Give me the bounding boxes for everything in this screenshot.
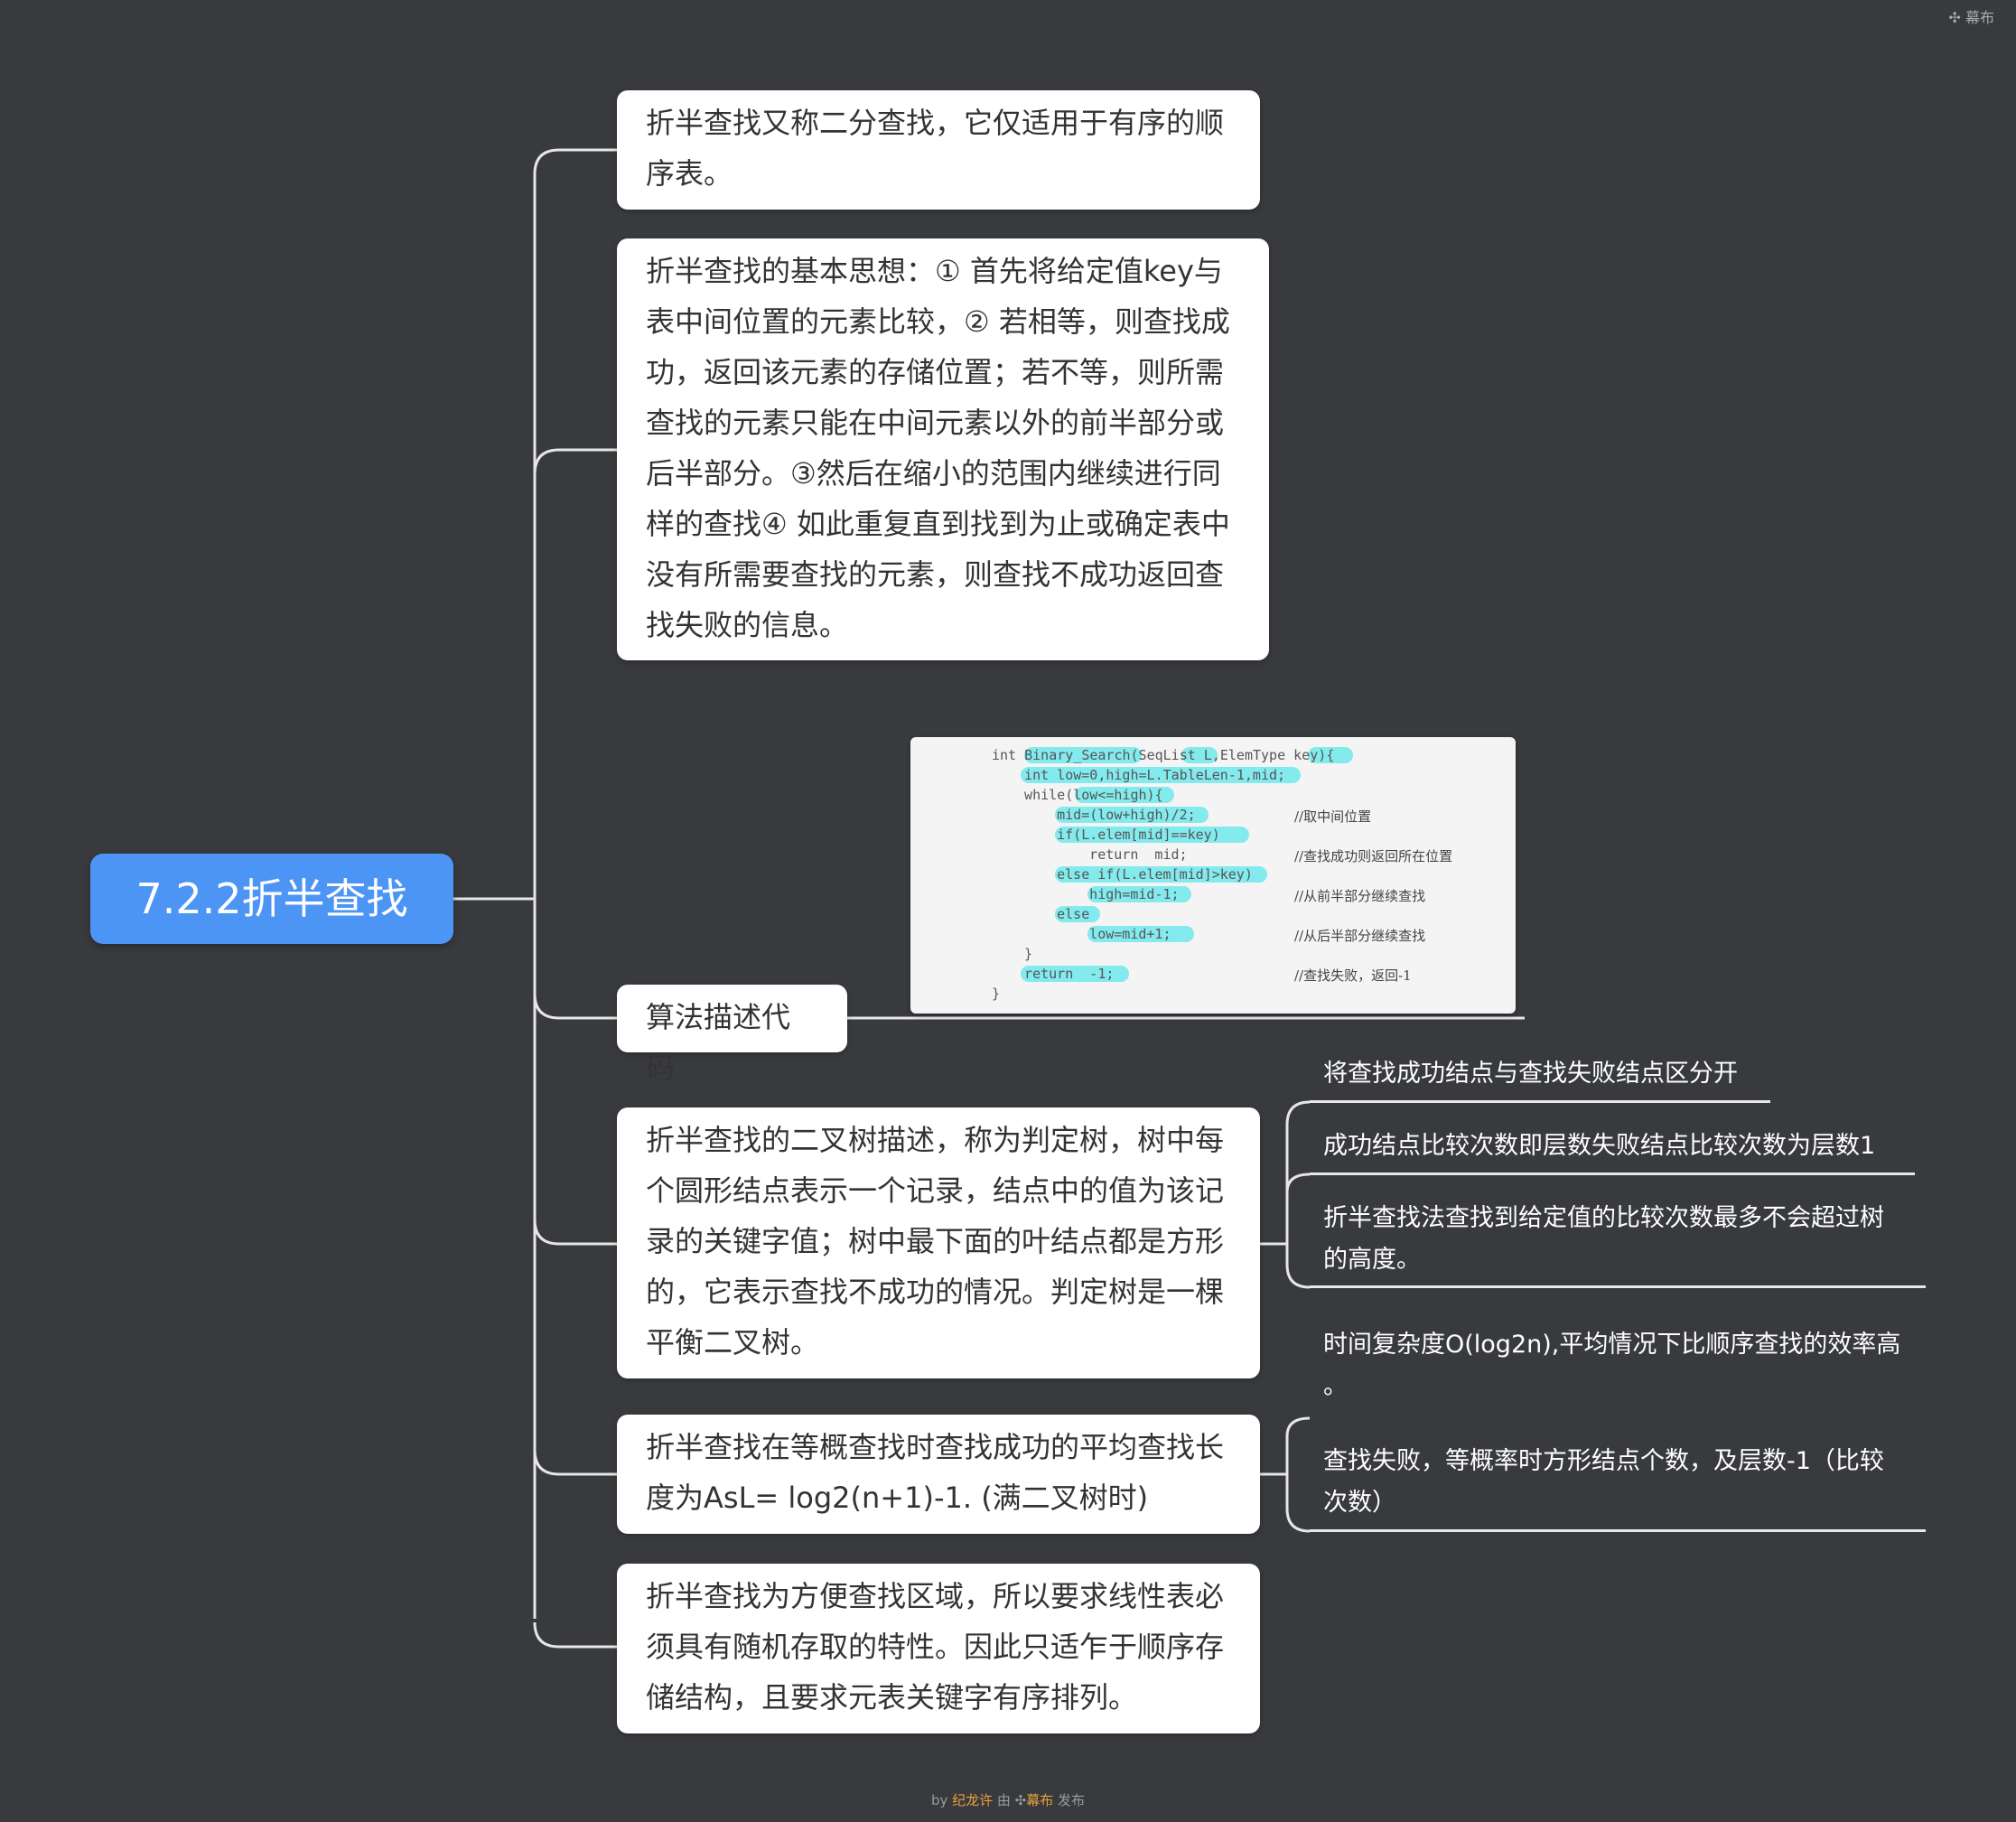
topic-line: 个圆形结点表示一个记录，结点中的值为该记: [646, 1173, 1225, 1208]
topic-average-length[interactable]: 折半查找在等概查找时查找成功的平均查找长 度为AsL= log2(n+1)-1.…: [617, 1415, 1260, 1534]
leaf-line: 时间复杂度O(log2n),平均情况下比顺序查找的效率高: [1323, 1331, 1901, 1359]
root-topic[interactable]: 7.2.2折半查找: [90, 854, 453, 944]
branch-1: [533, 148, 617, 175]
footer-prefix: by: [930, 1792, 953, 1808]
leaf-underline: [1310, 1173, 1915, 1175]
brand-label: 幕布: [1965, 9, 1994, 26]
leaf-underline: [1310, 1529, 1926, 1532]
topic-line: 功，返回该元素的存储位置；若不等，则所需: [646, 355, 1225, 389]
code-comment: //查找失败，返回-1: [1294, 967, 1412, 984]
sub-branch-2b: [1285, 1508, 1311, 1533]
leaf-comparison-count[interactable]: 成功结点比较次数即层数失败结点比较次数为层数1: [1314, 1126, 1910, 1167]
branch-6: [533, 1621, 617, 1649]
footer-author[interactable]: 纪龙许: [952, 1792, 994, 1808]
topic-algorithm-code[interactable]: 算法描述代码: [617, 985, 847, 1085]
highlight-mark: [1055, 827, 1249, 843]
code-line: low=mid+1;: [1041, 926, 1171, 942]
code-comment: //从后半部分继续查找: [1294, 928, 1426, 944]
code-line: else: [1024, 906, 1090, 922]
topic-line: 折半查找的基本思想：① 首先将给定值key与: [646, 254, 1223, 288]
highlight-mark: [1087, 886, 1191, 902]
topic-line: 折半查找为方便查找区域，所以要求线性表必: [646, 1579, 1225, 1613]
leaf-line: 将查找成功结点与查找失败结点区分开: [1323, 1060, 1738, 1088]
branch-5: [533, 1449, 617, 1476]
highlight-mark: [1055, 866, 1267, 883]
code-line: int low=0,high=L.TableLen-1,mid;: [1008, 767, 1286, 783]
footer-brand[interactable]: 幕布: [1026, 1792, 1054, 1808]
sub-branch-1b: [1285, 1173, 1311, 1193]
brand-badge[interactable]: ✣ 幕布: [1948, 5, 1994, 27]
leaf-distinguish-nodes[interactable]: 将查找成功结点与查找失败结点区分开: [1314, 1053, 1775, 1095]
leaf-line: 折半查找法查找到给定值的比较次数最多不会超过树: [1323, 1204, 1884, 1232]
leaf-underline: [1310, 1285, 1926, 1288]
mubu-logo-icon: ✣: [1948, 9, 1961, 26]
leaf-time-complexity[interactable]: 时间复杂度O(log2n),平均情况下比顺序查找的效率高 。: [1314, 1324, 1928, 1407]
leaf-line: 查找失败，等概率时方形结点个数，及层数-1（比较: [1323, 1447, 1884, 1475]
topic-line: 查找的元素只能在中间元素以外的前半部分或: [646, 406, 1225, 440]
topic-line: 折半查找又称二分查找，它仅适用于有序的顺: [646, 106, 1225, 140]
code-line: }: [1008, 946, 1033, 962]
code-line: int Binary_Search(SeqList L,ElemType key…: [992, 747, 1335, 763]
branch-2: [533, 448, 617, 475]
topic-line: 后半部分。③然后在缩小的范围内继续进行同: [646, 456, 1221, 491]
highlight-mark: [1021, 767, 1301, 783]
highlight-mark: [1087, 926, 1194, 942]
code-line: high=mid-1;: [1041, 886, 1180, 902]
code-comment: //取中间位置: [1294, 808, 1372, 825]
code-line: return -1;: [1008, 966, 1115, 982]
topic-line: 度为AsL= log2(n+1)-1. (满二叉树时): [646, 1481, 1149, 1515]
topic-definition[interactable]: 折半查找又称二分查找，它仅适用于有序的顺 序表。: [617, 90, 1260, 210]
topic-line: 表中间位置的元素比较，② 若相等，则查找成: [646, 304, 1230, 339]
topic-line: 找失败的信息。: [646, 608, 849, 642]
highlight-mark: [1181, 747, 1218, 763]
code-line: while(low<=high){: [1008, 787, 1163, 803]
topic-line: 折半查找的二叉树描述，称为判定树，树中每: [646, 1123, 1225, 1157]
code-line: else if(L.elem[mid]>key): [1024, 866, 1253, 883]
sub-branch-1c: [1285, 1264, 1311, 1289]
code-line: return mid;: [1041, 846, 1188, 863]
leaf-failure-count[interactable]: 查找失败，等概率时方形结点个数，及层数-1（比较 次数）: [1314, 1441, 1928, 1524]
leaf-line: 次数）: [1323, 1489, 1396, 1517]
code-comment: //查找成功则返回所在位置: [1294, 848, 1453, 864]
leaf-max-comparisons[interactable]: 折半查找法查找到给定值的比较次数最多不会超过树 的高度。: [1314, 1198, 1928, 1281]
topic-line: 折半查找在等概查找时查找成功的平均查找长: [646, 1430, 1225, 1464]
topic-line: 录的关键字值；树中最下面的叶结点都是方形: [646, 1224, 1225, 1258]
topic-basic-idea[interactable]: 折半查找的基本思想：① 首先将给定值key与 表中间位置的元素比较，② 若相等，…: [617, 238, 1269, 660]
topic-decision-tree[interactable]: 折半查找的二叉树描述，称为判定树，树中每 个圆形结点表示一个记录，结点中的值为该…: [617, 1107, 1260, 1378]
branch-3: [533, 993, 617, 1020]
highlight-mark: [1308, 747, 1353, 763]
leaf-line: 。: [1323, 1372, 1348, 1400]
branch-4: [533, 1219, 617, 1246]
topic-line: 储结构，且要求元表关键字有序排列。: [646, 1680, 1138, 1715]
topic-line: 序表。: [646, 156, 733, 191]
topic-line: 须具有随机存取的特性。因此只适乍于顺序存: [646, 1630, 1225, 1664]
highlight-mark: [1055, 906, 1100, 922]
sub-branch-2a: [1285, 1416, 1311, 1437]
topic-line: 样的查找④ 如此重复直到找到为止或确定表中: [646, 507, 1230, 541]
code-comment: //从前半部分继续查找: [1294, 888, 1426, 904]
topic-line: 平衡二叉树。: [646, 1325, 820, 1359]
topic-line: 没有所需要查找的元素，则查找不成功返回查: [646, 557, 1225, 592]
mubu-logo-icon: ✣: [1014, 1792, 1027, 1808]
leaf-line: 的高度。: [1323, 1246, 1421, 1274]
topic-line: 算法描述代码: [646, 1000, 791, 1085]
highlight-mark: [1055, 807, 1209, 823]
leaf-underline: [1310, 1100, 1770, 1103]
code-image: int Binary_Search(SeqList L,ElemType key…: [910, 737, 1516, 1014]
highlight-mark: [1075, 787, 1174, 803]
topic-requirements[interactable]: 折半查找为方便查找区域，所以要求线性表必 须具有随机存取的特性。因此只适乍于顺序…: [617, 1564, 1260, 1733]
footer-suffix: 发布: [1053, 1792, 1086, 1808]
code-line: if(L.elem[mid]==key): [1024, 827, 1220, 843]
sub-branch-1a: [1285, 1100, 1311, 1126]
highlight-mark: [1021, 966, 1129, 982]
code-line: }: [992, 986, 1001, 1002]
footer-credit: by 纪龙许 由 ✣幕布 发布: [0, 1790, 2016, 1809]
highlight-mark: [1024, 747, 1142, 763]
footer-mid: 由: [993, 1792, 1015, 1808]
code-line: mid=(low+high)/2;: [1024, 807, 1196, 823]
leaf-line: 成功结点比较次数即层数失败结点比较次数为层数1: [1323, 1132, 1876, 1160]
topic-line: 的，它表示查找不成功的情况。判定树是一棵: [646, 1275, 1225, 1309]
